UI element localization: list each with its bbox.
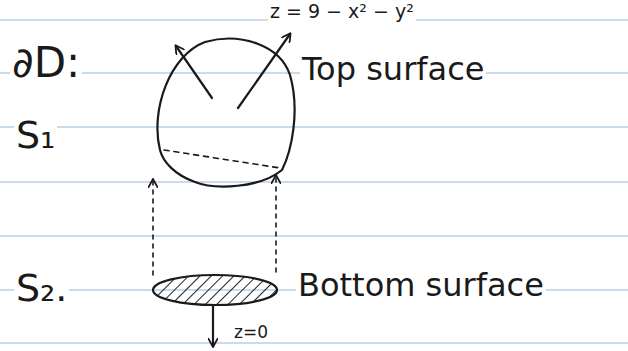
normal-arrow [212,306,214,346]
rim-dashed [164,150,280,168]
ruled-lines [0,20,628,343]
projection-arrow [275,176,277,272]
surface-name: S₂. [14,268,69,310]
normal-arrow [176,46,212,98]
surface-label: Top surface [300,52,486,87]
surface-name: S₁ [14,115,57,157]
projection-arrow [152,180,154,275]
normal-arrow [238,34,290,108]
bottom-disk [153,275,277,305]
dome-surface [157,39,294,187]
surface-label: Bottom surface [296,268,546,303]
equation-label: z = 9 − x² − y² [268,1,416,22]
boundary-label: ∂D: [10,40,82,86]
plane-label: z=0 [232,323,270,342]
